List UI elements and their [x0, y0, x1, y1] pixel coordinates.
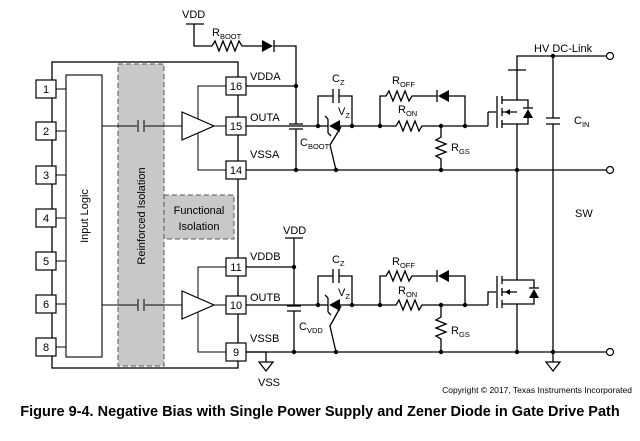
- figure-caption: Figure 9-4. Negative Bias with Single Po…: [20, 404, 620, 420]
- zener-bias-branch-b: [329, 305, 342, 353]
- input-logic-block: [65, 74, 103, 358]
- zener-diode-a: VZ: [318, 106, 380, 137]
- input-pin-2: 2: [35, 121, 57, 141]
- input-pin-3: 3: [35, 165, 57, 185]
- reinforced-isolation-barrier: [117, 63, 165, 367]
- hv-dc-link-label: HV DC-Link: [534, 43, 593, 55]
- svg-text:1: 1: [43, 84, 49, 96]
- svg-text:RGS: RGS: [451, 142, 470, 156]
- pin-label-outb: OUTB: [250, 292, 281, 304]
- pin-label-vssa: VSSA: [250, 149, 280, 161]
- input-logic-label: Input Logic: [79, 189, 91, 243]
- svg-text:RGS: RGS: [451, 325, 470, 339]
- svg-text:10: 10: [230, 300, 242, 312]
- svg-text:CZ: CZ: [332, 254, 345, 268]
- channel-a-isolation-coupling: [102, 120, 182, 132]
- vdd-supply-bottom: VDD: [283, 225, 306, 267]
- svg-text:14: 14: [230, 165, 242, 177]
- cz-capacitor-a: CZ: [317, 73, 353, 126]
- input-pin-8: 8: [35, 337, 57, 357]
- svg-text:ROFF: ROFF: [392, 256, 415, 270]
- svg-text:CVDD: CVDD: [299, 321, 323, 335]
- svg-text:5: 5: [43, 256, 49, 268]
- output-pin-10: 10: [225, 295, 247, 315]
- input-pin-5: 5: [35, 251, 57, 271]
- input-pin-1: 1: [35, 79, 57, 99]
- svg-text:6: 6: [43, 299, 49, 311]
- svg-text:16: 16: [230, 81, 242, 93]
- output-pin-11: 11: [225, 257, 247, 277]
- vdd-supply-top: VDD: [182, 9, 212, 47]
- turnoff-diode-b: [436, 270, 466, 305]
- svg-text:4: 4: [43, 213, 49, 225]
- svg-text:CIN: CIN: [574, 115, 589, 129]
- copyright-notice: Copyright © 2017, Texas Instruments Inco…: [442, 385, 632, 395]
- r-gs-resistor-b: RGS: [434, 305, 470, 352]
- output-pin-14: 14: [225, 160, 247, 180]
- svg-text:9: 9: [233, 347, 239, 359]
- c-boot-capacitor: CBOOT: [289, 86, 330, 170]
- r-boot-resistor: RBOOT: [211, 27, 262, 53]
- r-gs-resistor-a: RGS: [434, 126, 470, 170]
- functional-isolation-line-1: Functional: [174, 205, 225, 217]
- svg-text:CBOOT: CBOOT: [300, 137, 330, 151]
- svg-text:RON: RON: [398, 104, 417, 118]
- r-on-resistor-b: RON: [380, 285, 488, 312]
- svg-text:8: 8: [43, 342, 49, 354]
- svg-text:3: 3: [43, 170, 49, 182]
- svg-text:2: 2: [43, 126, 49, 138]
- r-on-resistor-a: RON: [380, 104, 488, 133]
- svg-text:RBOOT: RBOOT: [212, 27, 242, 41]
- svg-text:RON: RON: [398, 285, 417, 299]
- input-pin-6: 6: [35, 294, 57, 314]
- svg-text:CZ: CZ: [332, 73, 345, 87]
- svg-text:11: 11: [230, 262, 241, 274]
- ground-symbol-right: [544, 352, 562, 373]
- svg-text:15: 15: [230, 121, 242, 133]
- turnoff-diode-a: [436, 90, 466, 126]
- high-side-mosfet: [487, 70, 533, 170]
- svg-text:VZ: VZ: [338, 106, 350, 120]
- pin-label-vddb: VDDB: [250, 251, 281, 263]
- svg-text:VDD: VDD: [182, 9, 205, 21]
- zener-diode-b: VZ: [318, 287, 380, 316]
- pin-label-outa: OUTA: [250, 112, 280, 124]
- svg-text:VSS: VSS: [258, 377, 280, 389]
- output-pin-15: 15: [225, 116, 247, 136]
- bootstrap-diode: [262, 40, 297, 86]
- svg-text:VZ: VZ: [338, 287, 350, 301]
- input-pin-4: 4: [35, 208, 57, 228]
- vss-ground-symbol-left: VSS: [257, 352, 280, 389]
- pin-label-vdda: VDDA: [250, 71, 281, 83]
- channel-b-isolation-coupling: [102, 299, 182, 311]
- output-pin-9: 9: [225, 342, 247, 362]
- functional-isolation-line-2: Isolation: [179, 221, 220, 233]
- svg-text:VDD: VDD: [283, 225, 306, 237]
- sw-label: SW: [575, 208, 593, 220]
- r-off-resistor-a: ROFF: [379, 75, 437, 126]
- hv-dc-link-wire: [516, 55, 607, 70]
- pin-label-vssb: VSSB: [250, 333, 279, 345]
- functional-isolation-block: [163, 194, 235, 240]
- schematic-diagram: Input Logic Reinforced Isolation Functio…: [35, 9, 615, 389]
- zener-bias-branch-a: [329, 126, 342, 171]
- low-side-mosfet: [487, 170, 539, 352]
- c-in-capacitor: CIN: [546, 56, 589, 352]
- output-pin-16: 16: [225, 76, 247, 96]
- svg-text:ROFF: ROFF: [392, 75, 415, 89]
- reinforced-isolation-label: Reinforced Isolation: [136, 167, 148, 264]
